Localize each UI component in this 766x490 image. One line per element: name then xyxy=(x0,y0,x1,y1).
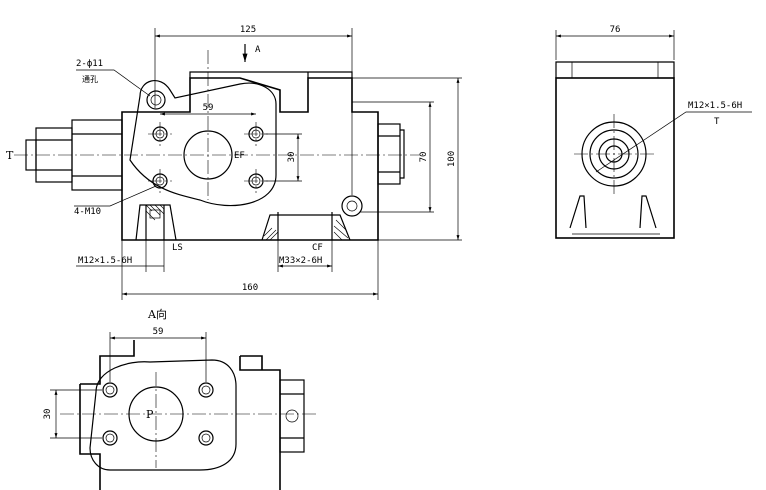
thread-note-leader xyxy=(74,185,157,207)
cf-port-section xyxy=(261,212,351,241)
side-thread-leader xyxy=(595,111,752,173)
mount-hole-top-left xyxy=(146,90,166,110)
port-t-label-front: T xyxy=(6,149,14,162)
dim-76-label: 76 xyxy=(610,25,621,35)
port-ef-label: EF xyxy=(234,151,245,161)
bottom-flange xyxy=(89,359,237,471)
side-bottom-ribs xyxy=(569,195,657,229)
bottom-dim-30-label: 30 xyxy=(43,409,53,420)
front-flange-profile xyxy=(129,80,277,207)
thread-note-m10: 4-M10 xyxy=(74,207,101,217)
front-view: 125 A 2-ф11 通孔 59 EF 30 70 100 T 4-M10 xyxy=(6,25,462,300)
port-cf-label: CF xyxy=(312,243,323,253)
front-bolt-holes xyxy=(148,122,268,193)
thread-cf-label: M33×2-6H xyxy=(279,256,322,266)
bottom-view-title: A向 xyxy=(147,307,167,321)
dim-100-label: 100 xyxy=(447,151,457,167)
bottom-bolt-holes xyxy=(102,382,214,446)
bottom-body-outline xyxy=(79,340,281,490)
front-right-fitting xyxy=(377,123,405,185)
dim-59-label: 59 xyxy=(203,103,214,113)
side-thread-label: M12×1.5-6H xyxy=(688,101,742,111)
ls-port-section xyxy=(135,204,177,241)
bottom-right-fitting xyxy=(279,379,305,453)
dim-30-label: 30 xyxy=(287,152,297,163)
bottom-view: A向 P 59 30 xyxy=(43,307,316,490)
front-upper-block xyxy=(189,71,353,78)
port-ls-label: LS xyxy=(172,243,183,253)
side-port-t-label: T xyxy=(714,117,720,127)
hole-note-leader xyxy=(76,69,151,97)
view-arrow-a-label: A xyxy=(255,45,261,55)
bottom-dim-59-label: 59 xyxy=(153,327,164,337)
dim-125-label: 125 xyxy=(240,25,256,35)
side-body-outline xyxy=(555,77,675,239)
dim-160-label: 160 xyxy=(242,283,258,293)
hole-note-through: 通孔 xyxy=(82,74,98,84)
thread-ls-label: M12×1.5-6H xyxy=(78,256,132,266)
mount-hole-bottom-right xyxy=(341,195,363,217)
port-p-label: P xyxy=(146,408,154,421)
hole-note-count: 2-ф11 xyxy=(76,59,103,69)
port-ef-circle xyxy=(183,130,233,180)
dim-70-label: 70 xyxy=(419,152,429,163)
side-view: M12×1.5-6H T 76 xyxy=(555,25,752,239)
port-p-circle xyxy=(128,386,184,442)
